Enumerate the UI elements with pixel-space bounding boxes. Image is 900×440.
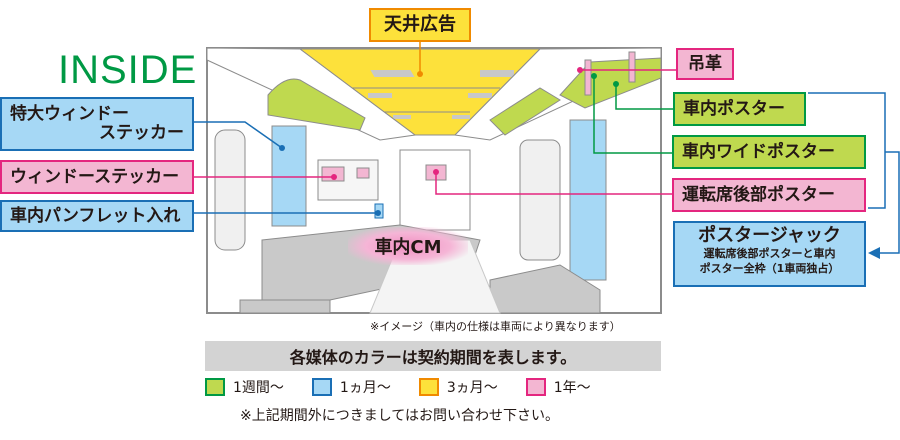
pink-swatch-icon	[525, 378, 546, 396]
label-ceiling-ad: 天井広告	[369, 8, 471, 42]
green-swatch-icon	[205, 378, 225, 396]
legend-label: 3ヵ月〜	[446, 380, 498, 396]
label-window-sticker: ウィンドーステッカー	[0, 160, 194, 194]
label-car-poster: 車内ポスター	[673, 92, 806, 126]
label-line-2: ステッカー	[99, 123, 184, 143]
contract-period-legend: 1週間〜 1ヵ月〜 3ヵ月〜 1年〜	[205, 376, 665, 398]
yellow-swatch-icon	[418, 378, 439, 396]
legend-label: 1ヵ月〜	[339, 380, 391, 396]
legend-item-1-week: 1週間〜	[205, 377, 284, 397]
label-extra-large-window-sticker: 特大ウィンドー ステッカー	[0, 97, 194, 151]
label-pamphlet-holder: 車内パンフレット入れ	[0, 200, 194, 232]
label-hand-strap: 吊革	[676, 48, 734, 80]
poster-jack-title: ポスタージャック	[698, 225, 841, 246]
blue-swatch-icon	[311, 378, 332, 396]
label-driver-seat-rear-poster: 運転席後部ポスター	[672, 178, 866, 212]
legend-item-1-month: 1ヵ月〜	[311, 377, 391, 397]
poster-jack-desc-2: ポスター全枠（1車両独占）	[699, 261, 840, 275]
other-period-note: ※上記期間外につきましてはお問い合わせ下さい。	[240, 408, 560, 424]
label-in-car-cm: 車内CM	[348, 227, 468, 265]
legend-label: 1週間〜	[233, 380, 284, 396]
label-car-wide-poster: 車内ワイドポスター	[672, 135, 866, 169]
poster-jack-desc-1: 運転席後部ポスターと車内	[703, 246, 836, 260]
legend-item-1-year: 1年〜	[525, 377, 591, 397]
poster-jack-box: ポスタージャック 運転席後部ポスターと車内 ポスター全枠（1車両独占）	[673, 221, 866, 287]
label-line-1: 特大ウィンドー	[10, 104, 129, 125]
inside-title: INSIDE	[58, 48, 198, 92]
legend-item-3-months: 3ヵ月〜	[418, 377, 498, 397]
image-note: ※イメージ（車内の仕様は車両により異なります）	[370, 320, 621, 333]
legend-label: 1年〜	[553, 380, 591, 396]
color-meaning-banner: 各媒体のカラーは契約期間を表します。	[205, 341, 661, 371]
